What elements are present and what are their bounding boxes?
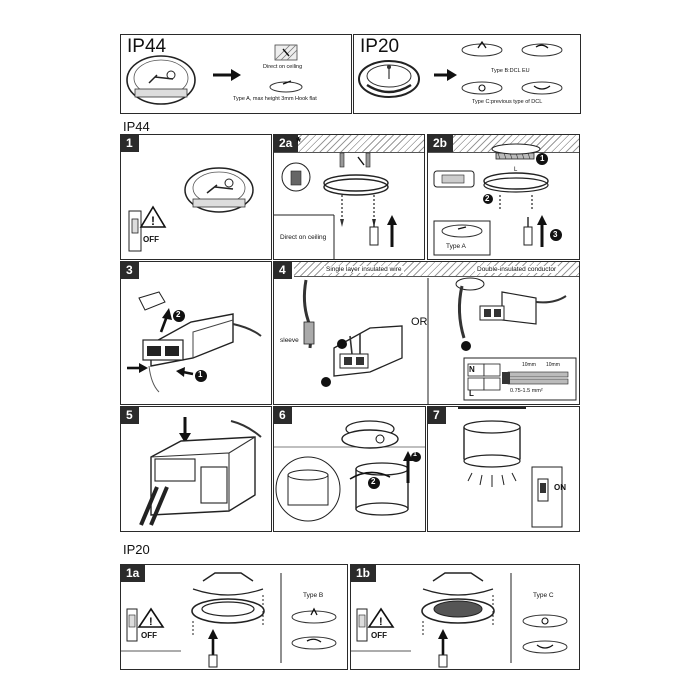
step-6-callout-2: 2: [371, 477, 376, 486]
step-4-sleeve-label: sleeve: [280, 337, 299, 344]
type-a-label: Type A, max height 3mm Hook flat: [233, 96, 317, 102]
step-2b-drawing: [433, 143, 562, 256]
step-4-panel: 4 Single layer insulated wire Double-ins…: [273, 261, 580, 405]
type-b-label: Type B:DCL EU: [491, 68, 530, 74]
step-1a-panel: 1a ! OFF Type B: [120, 564, 348, 670]
direct-on-ceiling-label: Direct on ceiling: [263, 64, 303, 70]
step-1a-number: 1a: [121, 565, 146, 582]
type-c-label: Type C:previous type of DCL: [472, 99, 543, 105]
section-title-ip44: IP44: [123, 119, 150, 134]
panel-title-ip20: IP20: [360, 36, 400, 57]
step-2b-l-label: L: [514, 167, 518, 173]
step-6-drawing: [274, 420, 425, 522]
step-1b-type-label: Type C: [533, 592, 554, 599]
step-7-panel: 7 ON: [427, 406, 580, 532]
step-5-panel: 5: [120, 406, 272, 532]
step-2b-callout-3: 3: [553, 230, 558, 239]
step-1a-off-label: OFF: [141, 631, 157, 640]
svg-text:!: !: [151, 214, 155, 228]
step-2b-callout-1: 1: [540, 154, 545, 163]
step-5-drawing: [139, 417, 262, 526]
step-6-number: 6: [274, 407, 292, 424]
svg-text:!: !: [379, 616, 383, 628]
step-7-on-label: ON: [554, 483, 566, 492]
step-1b-drawing: !: [351, 572, 568, 668]
ip44-overview-drawing: [126, 44, 303, 105]
panel-ip44-overview: IP44 Direct on ceiling Type A, max heigh…: [120, 34, 352, 114]
step-2b-type-label: Type A: [446, 243, 466, 250]
step-4-n-label: N: [469, 365, 475, 374]
step-7-number: 7: [428, 407, 446, 424]
step-1b-panel: 1b ! OFF Type C: [350, 564, 580, 670]
step-1-drawing: !: [128, 167, 254, 252]
svg-text:!: !: [149, 616, 153, 628]
step-4-l-label: L: [469, 389, 474, 398]
step-4-number: 4: [274, 262, 292, 279]
step-4-or-label: OR: [411, 316, 428, 328]
step-4-header-hatch: [294, 262, 579, 277]
step-4-caption-left: Single layer insulated wire: [324, 266, 404, 273]
step-1b-off-label: OFF: [371, 631, 387, 640]
step-3-callout-2: 2: [176, 310, 181, 319]
step-6-callout-1: 1: [413, 451, 417, 458]
step-3-drawing: [127, 291, 262, 393]
ip20-overview-drawing: [358, 40, 563, 98]
step-1a-type-label: Type B: [303, 592, 324, 599]
step-4-drawing: [302, 277, 577, 404]
step-3-callout-1: 1: [198, 370, 203, 379]
step-1-panel: 1 ! OFF: [120, 134, 272, 260]
step-2b-callout-2: 2: [485, 194, 490, 203]
step-1-number: 1: [121, 135, 139, 152]
step-2a-star: *: [296, 134, 302, 149]
step-4-dim-2: 10mm: [546, 362, 560, 368]
panel-title-ip44: IP44: [127, 36, 167, 57]
step-1b-number: 1b: [351, 565, 377, 582]
step-2b-panel: 2b L Type A 1 2 3: [427, 134, 580, 260]
step-4-caption-right: Double-insulated conductor: [475, 266, 559, 273]
step-2a-number: 2a: [274, 135, 299, 152]
step-2b-number: 2b: [428, 135, 454, 152]
step-1-off-label: OFF: [143, 235, 159, 244]
step-2a-ceiling-hatch: [274, 135, 424, 153]
step-7-drawing: [458, 407, 563, 528]
panel-ip20-overview: IP20 Type B:DCL EU Type C:previous type …: [353, 34, 581, 114]
step-3-panel: 3 2 1: [120, 261, 272, 405]
step-2a-drawing: [274, 152, 397, 259]
section-title-ip20: IP20: [123, 542, 150, 557]
step-4-range-label: 0.75-1.5 mm²: [510, 388, 543, 394]
step-6-panel: 6 1 2: [273, 406, 426, 532]
step-1a-drawing: !: [121, 572, 337, 668]
step-4-dim-1: 10mm: [522, 362, 536, 368]
step-3-number: 3: [121, 262, 139, 279]
step-2a-panel: 2a * Direct on ceiling: [273, 134, 425, 260]
step-2a-caption: Direct on ceiling: [280, 234, 327, 241]
step-5-number: 5: [121, 407, 139, 424]
